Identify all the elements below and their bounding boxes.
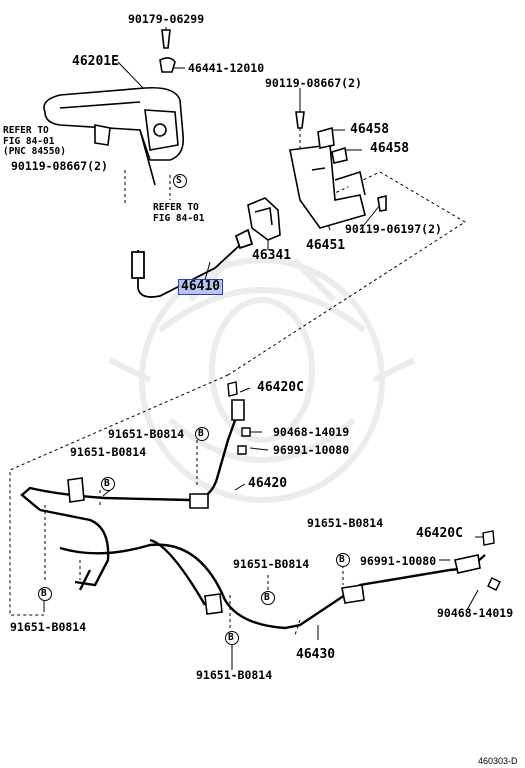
part-label-90119-06197[interactable]: 90119-06197(2) <box>345 222 442 236</box>
callout-b-letter: B <box>104 478 110 489</box>
refer-a-line3: (PNC 84550) <box>3 146 66 157</box>
part-label-46420c-bottom[interactable]: 46420C <box>416 526 463 541</box>
callout-b6 <box>225 631 239 645</box>
callout-b1 <box>195 427 209 441</box>
rear-cable-46420 <box>20 399 245 587</box>
refer-a-line1: REFER TO <box>3 125 49 136</box>
callout-s-letter: S <box>176 175 182 186</box>
part-label-91651-b0814-d[interactable]: 91651-B0814 <box>233 557 310 571</box>
front-cable-46410 <box>131 228 254 298</box>
part-label-46458-b[interactable]: 46458 <box>370 141 410 156</box>
clips <box>227 381 501 591</box>
callout-circles <box>38 174 350 645</box>
equalizer-46341 <box>247 197 281 241</box>
callout-s <box>173 174 187 188</box>
parking-brake-lever <box>43 29 185 186</box>
refer-b-line1: REFER TO <box>153 202 199 213</box>
callout-b-letter: B <box>198 428 204 439</box>
callout-b5 <box>38 587 52 601</box>
part-label-90468-14019-top[interactable]: 90468-14019 <box>273 425 350 439</box>
callout-b-letter: B <box>339 554 345 565</box>
part-label-90119-08667-b[interactable]: 90119-08667(2) <box>11 159 108 173</box>
part-label-91651-b0814-e[interactable]: 91651-B0814 <box>10 620 87 634</box>
part-label-91651-b0814-c[interactable]: 91651-B0814 <box>307 516 384 530</box>
part-label-46201e[interactable]: 46201E <box>72 54 119 69</box>
part-label-90179-06299[interactable]: 90179-06299 <box>128 12 205 26</box>
rear-cable-46430 <box>59 538 486 630</box>
part-label-96991-10080-top[interactable]: 96991-10080 <box>273 443 350 457</box>
bracket-46451 <box>289 111 387 229</box>
part-label-46430[interactable]: 46430 <box>296 647 336 662</box>
part-label-46458-a[interactable]: 46458 <box>350 122 390 137</box>
callout-b3 <box>336 553 350 567</box>
part-label-46420[interactable]: 46420 <box>248 476 288 491</box>
callout-b4 <box>261 591 275 605</box>
part-label-96991-10080-bottom[interactable]: 96991-10080 <box>360 554 437 568</box>
refer-a-line2: FIG 84-01 <box>3 135 55 147</box>
part-label-46420c-top[interactable]: 46420C <box>257 380 304 395</box>
callout-b-letter: B <box>41 588 47 599</box>
part-label-46451[interactable]: 46451 <box>306 238 346 253</box>
part-label-46341[interactable]: 46341 <box>252 248 292 263</box>
part-label-90119-08667-a[interactable]: 90119-08667(2) <box>265 76 362 90</box>
refer-note-b: REFER TO FIG 84-01 <box>153 202 205 224</box>
callout-b-letter: B <box>228 632 234 643</box>
part-label-90468-14019-bottom[interactable]: 90468-14019 <box>437 606 514 620</box>
refer-b-line2: FIG 84-01 <box>153 212 205 224</box>
refer-note-a: REFER TO FIG 84-01 (PNC 84550) <box>3 125 66 158</box>
callout-b-letter: B <box>264 592 270 603</box>
part-label-46410-highlighted[interactable]: 46410 <box>178 279 224 295</box>
callout-b2 <box>101 477 115 491</box>
part-label-91651-b0814-b[interactable]: 91651-B0814 <box>70 445 147 459</box>
part-label-91651-b0814-f[interactable]: 91651-B0814 <box>196 668 273 682</box>
part-label-46441-12010[interactable]: 46441-12010 <box>188 61 265 75</box>
diagram-code: 460303-D <box>478 756 518 766</box>
part-label-91651-b0814-a[interactable]: 91651-B0814 <box>108 427 185 441</box>
